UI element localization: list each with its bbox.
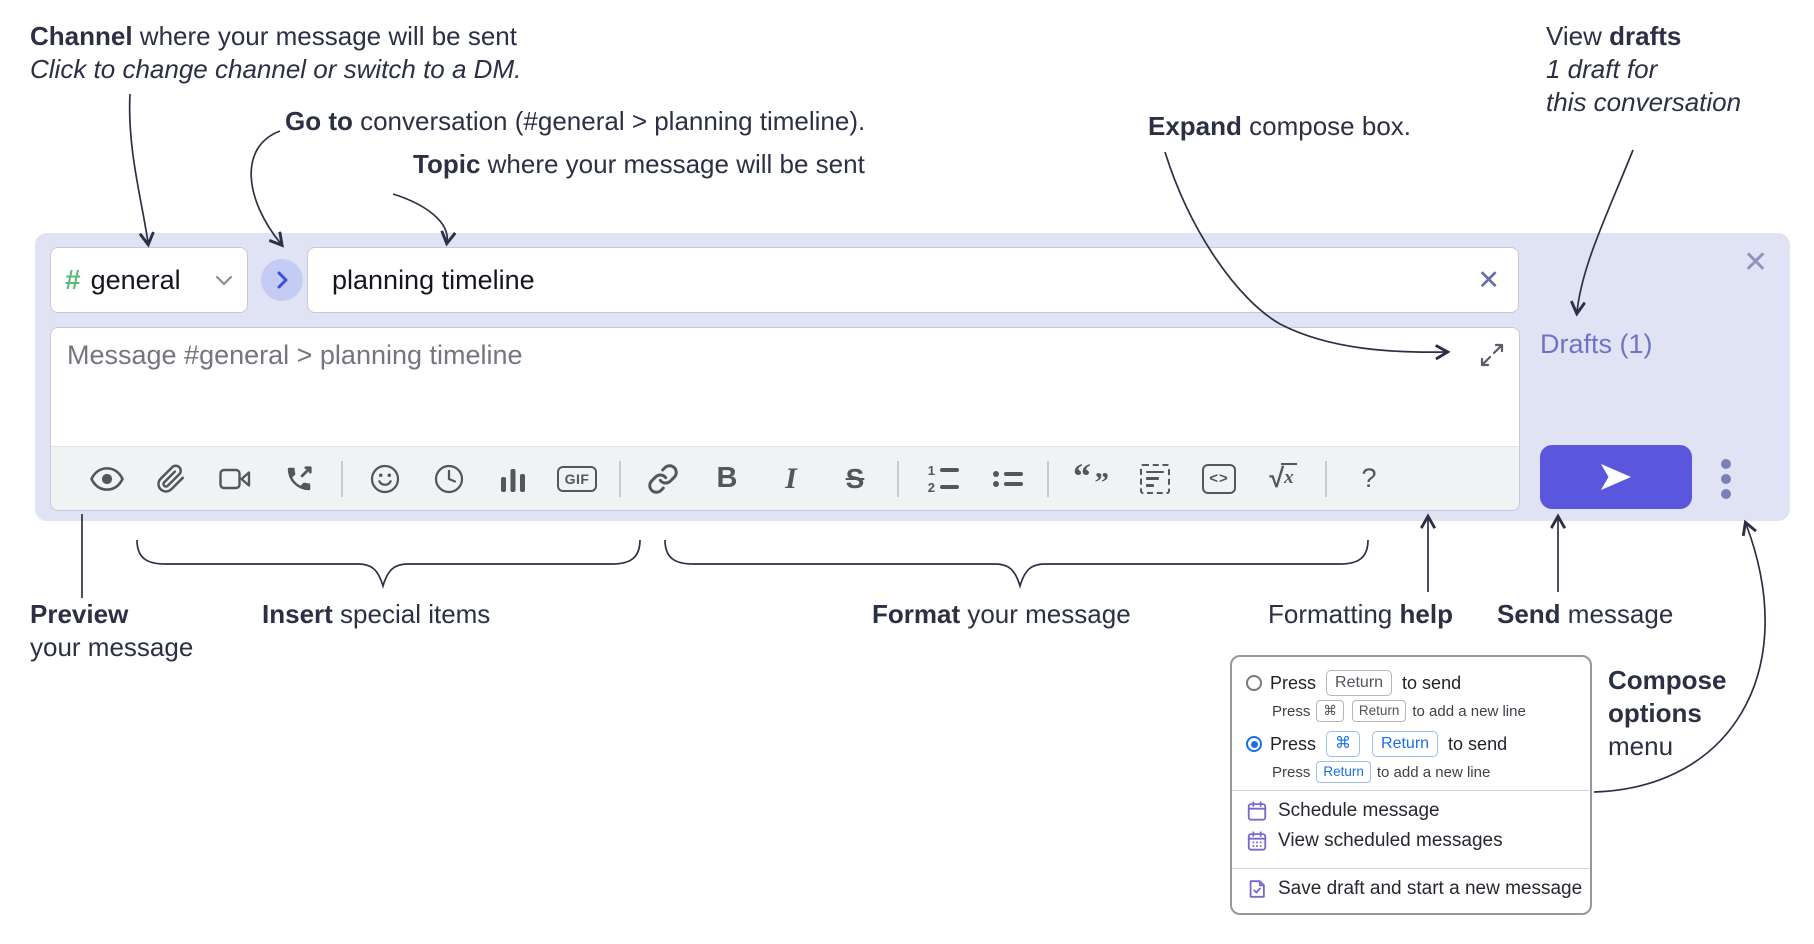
return-key: Return xyxy=(1351,700,1407,722)
format-annotation: Format your message xyxy=(872,599,1131,629)
close-compose-button[interactable]: ✕ xyxy=(1737,247,1774,279)
return-key: Return xyxy=(1372,731,1439,757)
expand-annotation: Expand compose box. xyxy=(1148,111,1412,141)
insert-annotation: Insert special items xyxy=(262,599,491,629)
math-button[interactable]: √x xyxy=(1251,455,1315,503)
drafts-link[interactable]: Drafts (1) xyxy=(1540,329,1653,359)
topic-annotation: Topic where your message will be sent xyxy=(413,149,865,179)
chevron-down-icon xyxy=(215,275,233,286)
smiley-icon xyxy=(370,464,400,494)
emoji-button[interactable] xyxy=(353,455,417,503)
math-icon: √x xyxy=(1269,463,1297,494)
return-key: Return xyxy=(1326,670,1393,696)
paperclip-icon xyxy=(156,464,186,494)
preview-annotation: Preview your message xyxy=(30,599,194,662)
compose-options-annotation: Compose options menu xyxy=(1608,665,1727,761)
toolbar-divider xyxy=(1325,460,1327,497)
clock-icon xyxy=(434,464,464,494)
message-box[interactable]: Message #general > planning timeline GIF… xyxy=(50,327,1520,511)
return-key: Return xyxy=(1316,761,1371,783)
channel-selector[interactable]: # general xyxy=(50,247,248,313)
compose-options-button[interactable] xyxy=(1717,455,1735,503)
expand-compose-icon[interactable] xyxy=(1477,340,1507,373)
bulleted-list-button[interactable] xyxy=(973,455,1037,503)
menu-divider xyxy=(1232,790,1590,791)
enter-sends-option[interactable]: Press Return to send xyxy=(1246,670,1461,696)
spoiler-icon xyxy=(1140,463,1170,494)
send-icon xyxy=(1599,462,1633,492)
eye-icon xyxy=(90,466,124,491)
insert-brace xyxy=(136,539,641,590)
view-scheduled-messages-item[interactable]: View scheduled messages xyxy=(1246,830,1503,852)
schedule-message-item[interactable]: Schedule message xyxy=(1246,800,1440,822)
video-call-button[interactable] xyxy=(203,455,267,503)
cmd-key: ⌘ xyxy=(1326,731,1361,757)
link-button[interactable] xyxy=(631,455,695,503)
link-icon xyxy=(647,463,679,495)
compose-options-menu: Press Return to send Press ⌘ Return to a… xyxy=(1230,655,1592,915)
kebab-icon xyxy=(1721,459,1731,499)
radio-selected-icon[interactable] xyxy=(1246,736,1262,752)
quote-button[interactable]: “” xyxy=(1059,455,1123,503)
enter-sends-subtext: Press ⌘ Return to add a new line xyxy=(1272,700,1526,722)
toolbar-divider xyxy=(897,460,899,497)
question-mark-icon: ? xyxy=(1361,463,1377,493)
channel-arrow xyxy=(128,93,148,243)
quote-icon: “” xyxy=(1073,455,1109,499)
italic-icon: I xyxy=(785,461,797,495)
message-placeholder: Message #general > planning timeline xyxy=(67,340,523,370)
send-button[interactable] xyxy=(1540,445,1692,509)
gif-button[interactable]: GIF xyxy=(545,455,609,503)
topic-box: ✕ xyxy=(307,247,1519,313)
toolbar-divider xyxy=(341,460,343,497)
format-brace xyxy=(664,539,1369,590)
preview-button[interactable] xyxy=(75,455,139,503)
bulleted-list-icon xyxy=(987,470,1023,487)
phone-call-icon xyxy=(284,464,314,494)
goto-annotation: Go to conversation (#general > planning … xyxy=(285,106,866,136)
cmd-key: ⌘ xyxy=(1316,700,1344,722)
gif-icon: GIF xyxy=(556,465,598,492)
save-draft-item[interactable]: Save draft and start a new message xyxy=(1246,878,1582,900)
channel-hash-icon: # xyxy=(65,264,81,295)
goto-arrow xyxy=(250,130,281,244)
view-drafts-annotation: View drafts 1 draft for this conversatio… xyxy=(1546,21,1742,117)
bold-icon: B xyxy=(716,462,738,494)
cmd-enter-sends-subtext: Press Return to add a new line xyxy=(1272,761,1490,783)
formatting-help-button[interactable]: ? xyxy=(1337,455,1401,503)
radio-unselected-icon[interactable] xyxy=(1246,675,1262,691)
strikethrough-icon: S xyxy=(845,462,865,494)
save-draft-icon xyxy=(1246,878,1268,900)
bar-chart-icon xyxy=(500,465,526,493)
send-annotation: Send message xyxy=(1497,599,1674,629)
poll-button[interactable] xyxy=(481,455,545,503)
formatting-help-annotation: Formatting help xyxy=(1268,599,1453,629)
go-to-conversation-button[interactable] xyxy=(261,259,303,301)
clear-topic-button[interactable]: ✕ xyxy=(1459,266,1518,294)
channel-annotation: Channel where your message will be sent … xyxy=(30,21,522,84)
code-button[interactable]: <> xyxy=(1187,455,1251,503)
chevron-right-icon xyxy=(274,270,290,290)
bold-button[interactable]: B xyxy=(695,455,759,503)
compose-box-panel: # general ✕ ✕ Message #general > plannin… xyxy=(35,233,1790,521)
toolbar-divider xyxy=(1047,460,1049,497)
toolbar-divider xyxy=(619,460,621,497)
time-button[interactable] xyxy=(417,455,481,503)
topic-input[interactable] xyxy=(308,264,1460,296)
strikethrough-button[interactable]: S xyxy=(823,455,887,503)
audio-call-button[interactable] xyxy=(267,455,331,503)
calendar-icon xyxy=(1246,800,1268,822)
cmd-enter-sends-option[interactable]: Press ⌘ Return to send xyxy=(1246,731,1507,757)
menu-divider xyxy=(1232,868,1590,869)
video-camera-icon xyxy=(219,467,251,491)
code-icon: <> xyxy=(1202,463,1236,494)
attach-file-button[interactable] xyxy=(139,455,203,503)
channel-name: general xyxy=(90,264,181,295)
italic-button[interactable]: I xyxy=(759,455,823,503)
spoiler-button[interactable] xyxy=(1123,455,1187,503)
calendar-grid-icon xyxy=(1246,830,1268,852)
